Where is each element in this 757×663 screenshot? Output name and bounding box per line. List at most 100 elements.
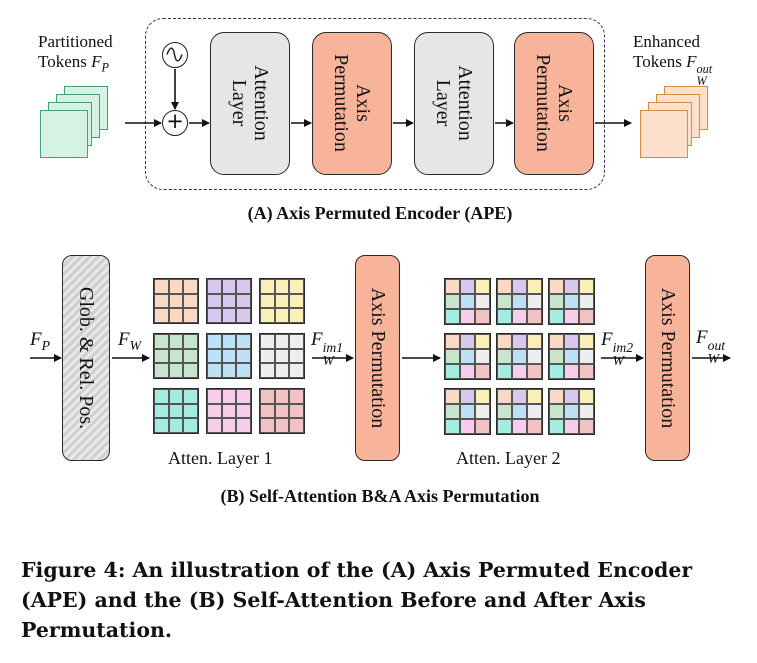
output-symbol: F xyxy=(686,51,697,71)
token-cell xyxy=(168,389,184,404)
token-cell xyxy=(207,293,222,309)
figure-caption: Figure 4: An illustration of the (A) Axi… xyxy=(21,558,693,642)
token-cell xyxy=(221,403,237,419)
token-square xyxy=(640,110,688,158)
token-cell xyxy=(289,334,304,349)
token-cell xyxy=(475,389,490,404)
token-cell xyxy=(154,308,169,323)
enhanced-tokens-stack xyxy=(640,86,720,161)
token-cell xyxy=(260,418,275,433)
token-window-grid xyxy=(496,333,543,380)
token-cell xyxy=(445,349,460,364)
token-cell xyxy=(527,279,542,294)
token-cell xyxy=(460,404,475,419)
token-window-grid xyxy=(444,388,491,435)
token-cell xyxy=(445,334,460,349)
token-cell xyxy=(274,403,290,419)
token-cell xyxy=(460,334,475,349)
token-cell xyxy=(475,349,490,364)
glob-rel-pos-block xyxy=(62,255,110,461)
token-cell xyxy=(512,389,527,404)
input-symbol: F xyxy=(91,51,102,71)
token-cell xyxy=(289,348,304,364)
token-cell xyxy=(512,349,527,364)
token-cell xyxy=(154,403,169,419)
token-cell xyxy=(289,279,304,294)
token-cell xyxy=(564,349,579,364)
token-cell xyxy=(168,363,184,378)
token-cell xyxy=(564,389,579,404)
token-cell xyxy=(579,279,594,294)
token-cell xyxy=(512,279,527,294)
attention-layer-block-2 xyxy=(414,32,494,175)
token-window-grid xyxy=(496,388,543,435)
axis-permutation-b-block-2 xyxy=(645,255,690,461)
token-cell xyxy=(512,334,527,349)
token-cell xyxy=(168,279,184,294)
token-cell xyxy=(207,308,222,323)
token-window-grid xyxy=(153,333,199,379)
token-cell xyxy=(289,403,304,419)
token-cell xyxy=(512,419,527,434)
input-label-line2: Tokens xyxy=(38,51,87,71)
token-cell xyxy=(579,364,594,379)
plus-symbol: + xyxy=(166,109,184,133)
axis-permutation-b-label-1: Axis Permutation xyxy=(367,287,389,429)
token-cell xyxy=(154,293,169,309)
token-cell xyxy=(497,364,512,379)
token-cell xyxy=(564,419,579,434)
token-cell xyxy=(274,363,290,378)
token-cell xyxy=(497,349,512,364)
token-cell xyxy=(549,294,564,309)
token-cell xyxy=(260,279,275,294)
token-cell xyxy=(274,418,290,433)
token-cell xyxy=(445,294,460,309)
token-window-grid xyxy=(206,388,252,434)
axis-permutation-block-2 xyxy=(514,32,594,175)
token-cell xyxy=(274,308,290,323)
token-cell xyxy=(445,279,460,294)
token-cell xyxy=(475,404,490,419)
input-label-line1: Partitioned xyxy=(38,32,113,51)
token-cell xyxy=(512,404,527,419)
token-cell xyxy=(564,279,579,294)
token-cell xyxy=(236,403,251,419)
axis-permutation-b-label-2: Axis Permutation xyxy=(657,287,679,429)
token-cell xyxy=(183,403,198,419)
token-window-grid xyxy=(153,388,199,434)
token-cell xyxy=(221,348,237,364)
token-cell xyxy=(221,363,237,378)
token-cell xyxy=(154,279,169,294)
token-cell xyxy=(260,293,275,309)
token-cell xyxy=(460,309,475,324)
token-cell xyxy=(497,419,512,434)
token-cell xyxy=(154,348,169,364)
token-cell xyxy=(207,348,222,364)
token-cell xyxy=(527,294,542,309)
token-window-grid xyxy=(548,278,595,325)
token-window-grid xyxy=(206,278,252,324)
token-cell xyxy=(236,389,251,404)
token-cell xyxy=(236,279,251,294)
token-cell xyxy=(445,309,460,324)
token-cell xyxy=(260,348,275,364)
token-cell xyxy=(527,389,542,404)
token-window-grid xyxy=(259,388,305,434)
token-cell xyxy=(207,403,222,419)
output-label-line1: Enhanced xyxy=(633,32,701,51)
token-square xyxy=(40,110,88,158)
token-cell xyxy=(260,334,275,349)
atten-layer-2-label: Atten. Layer 2 xyxy=(456,448,561,468)
token-cell xyxy=(221,418,237,433)
token-cell xyxy=(168,348,184,364)
output-symbol-sup: out xyxy=(696,61,713,76)
token-cell xyxy=(183,348,198,364)
token-cell xyxy=(475,279,490,294)
token-cell xyxy=(260,308,275,323)
partitioned-tokens-label: Partitioned Tokens FP xyxy=(38,33,113,74)
token-cell xyxy=(183,389,198,404)
